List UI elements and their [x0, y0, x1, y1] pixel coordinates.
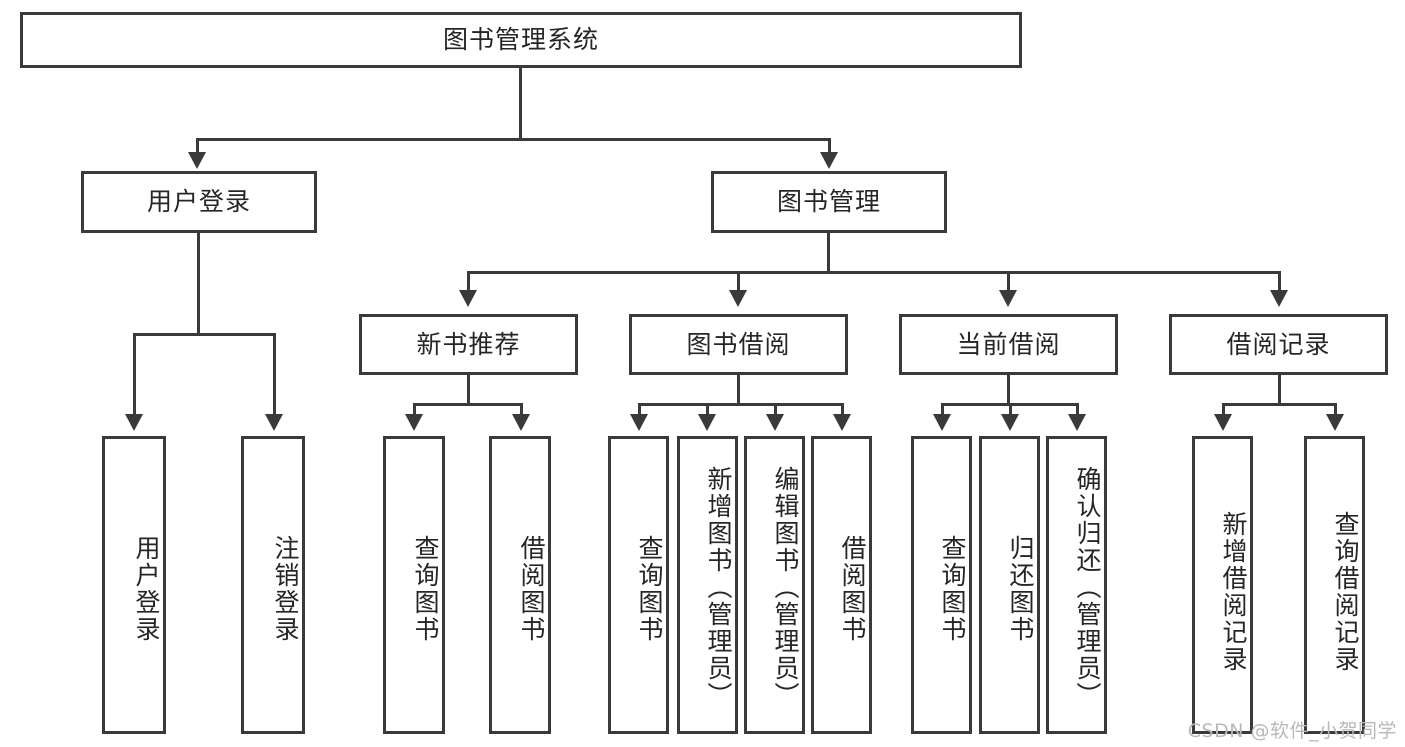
connector-to-leaf-query-book-2	[638, 403, 641, 421]
arrowhead-to-leaf-borrow-book-1	[512, 414, 530, 431]
connector-user-login-bus	[133, 333, 276, 336]
leaf-confirm-return[interactable]: 确认归还（管理员）	[1046, 436, 1107, 734]
leaf-add-record[interactable]: 新增借阅记录	[1192, 436, 1253, 734]
connector-book-management-down	[827, 233, 830, 273]
connector-borrow-record-down	[1278, 375, 1281, 405]
node-new-book-recommend[interactable]: 新书推荐	[359, 314, 578, 375]
connector-to-leaf-return-book	[1009, 403, 1012, 421]
connector-to-leaf-query-book-1	[413, 403, 416, 421]
connector-book-borrow-bus	[638, 403, 844, 406]
connector-to-leaf-borrow-book-1	[520, 403, 523, 421]
leaf-return-book-label: 归还图书	[1006, 535, 1035, 643]
leaf-query-book-3-label: 查询图书	[938, 535, 967, 643]
connector-root-horizontal-bus	[196, 138, 830, 141]
connector-level3-bus	[467, 271, 1281, 274]
leaf-user-logout[interactable]: 注销登录	[241, 436, 305, 734]
leaf-user-login-label: 用户登录	[132, 535, 161, 643]
node-current-borrow[interactable]: 当前借阅	[899, 314, 1118, 375]
arrowhead-to-leaf-add-record	[1214, 414, 1232, 431]
leaf-edit-book-label: 编辑图书（管理员）	[771, 465, 800, 709]
connector-to-leaf-add-record	[1222, 403, 1225, 421]
leaf-borrow-book-2[interactable]: 借阅图书	[811, 436, 872, 734]
connector-new-book-recommend-bus	[413, 403, 523, 406]
node-book-management[interactable]: 图书管理	[711, 171, 947, 233]
leaf-query-book-1-label: 查询图书	[411, 535, 440, 643]
node-root-book-management-system[interactable]: 图书管理系统	[20, 12, 1022, 68]
arrowhead-to-leaf-add-book	[698, 414, 716, 431]
arrowhead-to-leaf-query-book-2	[630, 414, 648, 431]
connector-borrow-record-bus	[1222, 403, 1337, 406]
connector-bus-to-borrow-record	[1278, 271, 1281, 297]
leaf-query-book-3[interactable]: 查询图书	[911, 436, 972, 734]
connector-user-login-down	[197, 233, 200, 335]
arrowhead-to-current-borrow	[999, 290, 1017, 307]
connector-book-borrow-down	[737, 375, 740, 405]
node-borrow-record[interactable]: 借阅记录	[1169, 314, 1388, 375]
leaf-borrow-book-2-label: 借阅图书	[838, 535, 867, 643]
leaf-borrow-book-1[interactable]: 借阅图书	[489, 436, 551, 734]
arrowhead-to-leaf-edit-book	[766, 414, 784, 431]
arrowhead-to-leaf-return-book	[1001, 414, 1019, 431]
csdn-watermark: CSDN @软件_小贺同学	[1187, 720, 1397, 742]
leaf-add-record-label: 新增借阅记录	[1219, 511, 1248, 673]
connector-root-down	[519, 68, 522, 140]
leaf-query-book-1[interactable]: 查询图书	[383, 436, 445, 734]
leaf-query-book-2-label: 查询图书	[635, 535, 664, 643]
leaf-add-book-label: 新增图书（管理员）	[704, 465, 733, 709]
leaf-return-book[interactable]: 归还图书	[979, 436, 1040, 734]
connector-new-book-recommend-down	[467, 375, 470, 405]
leaf-add-book[interactable]: 新增图书（管理员）	[677, 436, 738, 734]
arrowhead-to-leaf-borrow-book-2	[833, 414, 851, 431]
arrowhead-to-user-login	[188, 152, 206, 169]
arrowhead-to-leaf-query-record	[1326, 414, 1344, 431]
arrowhead-to-leaf-user-login	[125, 414, 143, 431]
connector-to-leaf-confirm-return	[1076, 403, 1079, 421]
connector-current-borrow-down	[1007, 375, 1010, 405]
connector-root-to-user-login	[196, 138, 199, 162]
leaf-confirm-return-label: 确认归还（管理员）	[1073, 465, 1102, 709]
arrowhead-to-leaf-query-book-1	[405, 414, 423, 431]
connector-to-leaf-add-book	[706, 403, 709, 421]
leaf-query-book-2[interactable]: 查询图书	[608, 436, 669, 734]
node-user-login[interactable]: 用户登录	[81, 171, 317, 233]
arrowhead-to-leaf-query-book-3	[933, 414, 951, 431]
arrowhead-to-book-borrow	[729, 290, 747, 307]
connector-to-leaf-edit-book	[774, 403, 777, 421]
arrowhead-to-borrow-record	[1270, 290, 1288, 307]
connector-to-leaf-query-book-3	[941, 403, 944, 421]
connector-user-login-to-leaf-login	[133, 333, 136, 421]
leaf-borrow-book-1-label: 借阅图书	[517, 535, 546, 643]
arrowhead-to-book-management	[820, 152, 838, 169]
node-book-borrow[interactable]: 图书借阅	[629, 314, 848, 375]
leaf-query-record-label: 查询借阅记录	[1331, 511, 1360, 673]
connector-user-login-to-leaf-logout	[273, 333, 276, 421]
arrowhead-to-new-book-recommend	[459, 290, 477, 307]
arrowhead-to-leaf-user-logout	[265, 414, 283, 431]
connector-to-leaf-query-record	[1334, 403, 1337, 421]
leaf-user-login[interactable]: 用户登录	[102, 436, 166, 734]
leaf-edit-book[interactable]: 编辑图书（管理员）	[744, 436, 805, 734]
connector-to-leaf-borrow-book-2	[841, 403, 844, 421]
arrowhead-to-leaf-confirm-return	[1068, 414, 1086, 431]
connector-bus-to-current-borrow	[1007, 271, 1010, 297]
connector-bus-to-book-borrow	[737, 271, 740, 297]
leaf-user-logout-label: 注销登录	[271, 535, 300, 643]
leaf-query-record[interactable]: 查询借阅记录	[1304, 436, 1365, 734]
connector-root-to-book-management	[828, 138, 831, 162]
connector-bus-to-new-book-recommend	[467, 271, 470, 297]
